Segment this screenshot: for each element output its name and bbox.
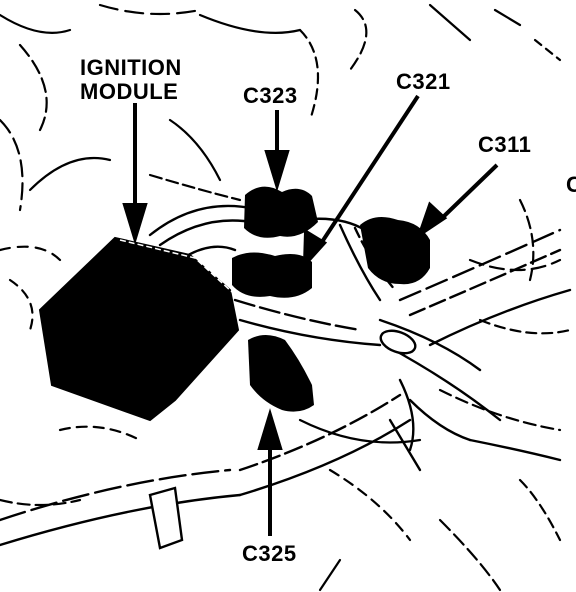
ignition-module-label: IGNITION MODULE (80, 56, 220, 104)
leader-arrows (122, 94, 499, 536)
connector-c323 (244, 186, 318, 238)
ignition-module-label-line1: IGNITION (80, 55, 182, 80)
arrowhead-c323 (264, 150, 290, 192)
arrowhead-c311 (416, 201, 448, 239)
connector-c321 (232, 252, 312, 298)
connector-c325 (248, 335, 314, 412)
arrow-c311 (438, 163, 499, 222)
arrowhead-c321 (302, 228, 328, 270)
ignition-module-label-line2: MODULE (80, 79, 179, 104)
ignition-module (38, 236, 240, 422)
edge-partial-label: C (566, 172, 576, 197)
arrowhead-ignition-module (122, 203, 148, 245)
background-linework (0, 3, 572, 592)
arrowhead-c325 (257, 408, 283, 450)
arrow-c321 (316, 94, 420, 250)
connector-c311 (360, 216, 430, 285)
harness-clip (148, 329, 417, 550)
c311-label: C311 (478, 132, 532, 157)
c323-label: C323 (243, 83, 298, 108)
c321-label: C321 (396, 69, 451, 94)
c325-label: C325 (242, 541, 297, 566)
